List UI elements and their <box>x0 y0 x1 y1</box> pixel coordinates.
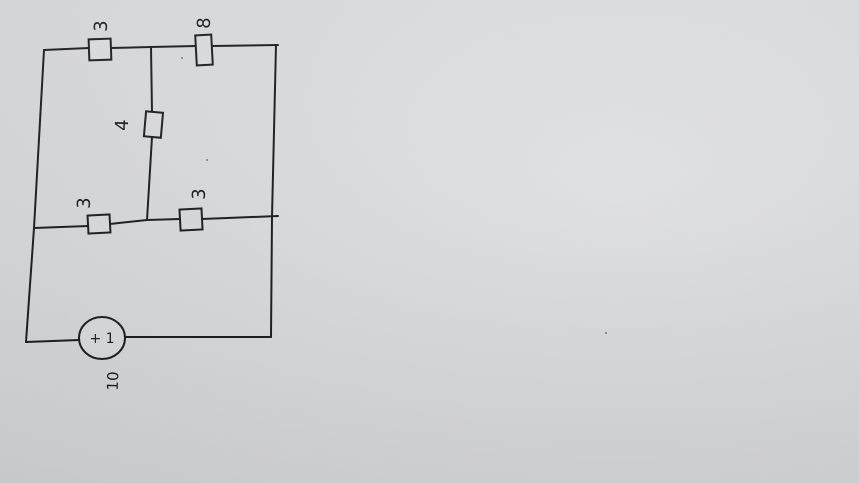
speck <box>181 57 183 59</box>
wire-right-outer <box>270 44 277 338</box>
paper-specks <box>181 57 607 334</box>
resistor-middle-value: 4 <box>112 119 133 131</box>
resistor-middle-body <box>142 110 165 139</box>
voltage-source-value: 10 <box>104 371 123 391</box>
resistor-top-right-value: 8 <box>194 17 215 29</box>
wire-middle-right <box>201 215 279 220</box>
speck <box>206 159 208 161</box>
wire-top-right-segment <box>211 44 279 47</box>
wire-bottom-left <box>25 339 80 343</box>
resistor-top-left-body <box>87 37 113 62</box>
resistor-bottom-left-value: 3 <box>74 197 95 209</box>
resistor-bottom-left: 3 <box>74 197 112 235</box>
resistor-top-right-body <box>194 33 214 67</box>
wire-middle-upper <box>150 46 153 113</box>
wire-middle-left <box>33 225 89 229</box>
wire-middle-lower <box>146 136 153 221</box>
resistor-top-right: 8 <box>194 17 215 67</box>
resistor-bottom-left-body <box>86 213 112 235</box>
resistor-middle: 4 <box>112 110 165 139</box>
resistor-bottom-right-body <box>178 207 204 232</box>
voltage-source: + 1 10 <box>78 316 126 391</box>
wires <box>25 44 279 343</box>
wire-top-middle-segment <box>110 45 197 49</box>
resistor-top-left-value: 3 <box>91 20 112 32</box>
speck <box>605 332 607 334</box>
voltage-source-marking: + 1 <box>89 331 114 347</box>
wire-left-outer <box>25 49 45 343</box>
wire-middle-center <box>109 218 181 225</box>
wire-top-left-segment <box>43 47 90 51</box>
resistor-bottom-right-value: 3 <box>189 188 210 200</box>
resistor-top-left: 3 <box>87 20 113 62</box>
voltage-source-circle <box>78 316 126 360</box>
resistor-bottom-right: 3 <box>178 188 210 232</box>
